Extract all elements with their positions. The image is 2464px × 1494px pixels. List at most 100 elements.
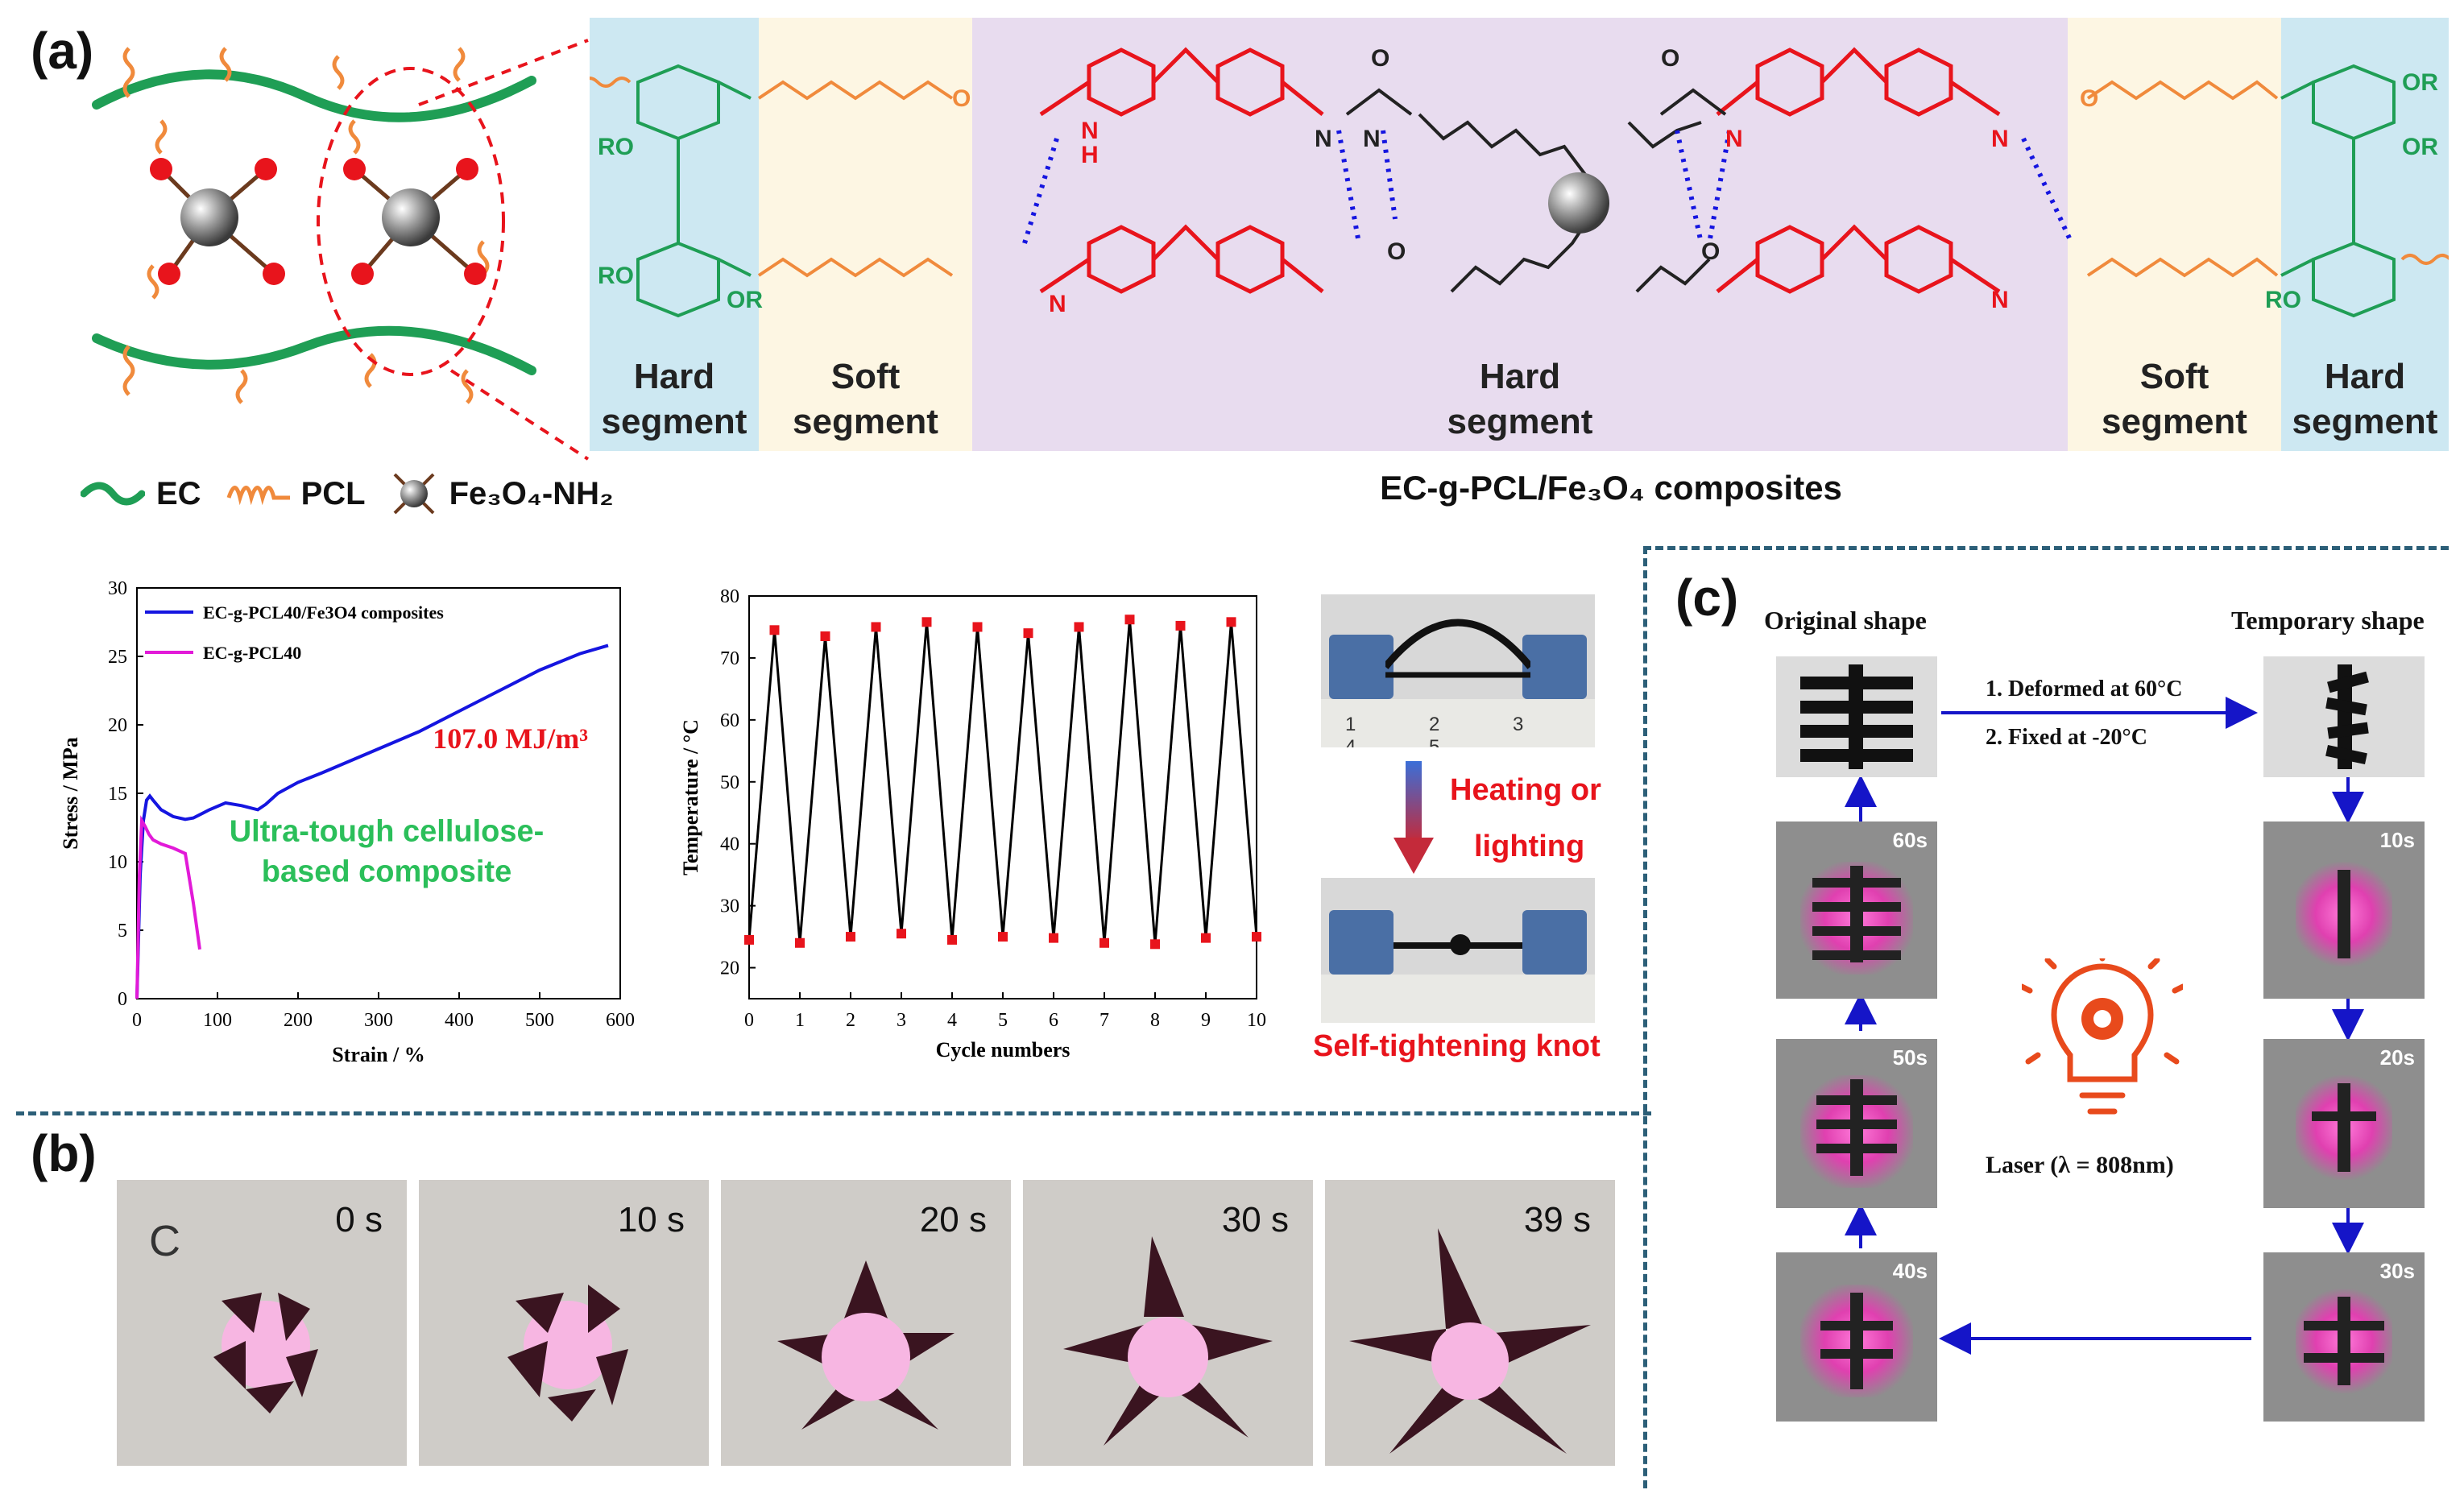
- chart-callout-line: based composite: [262, 855, 511, 889]
- chem-nh-5: N: [1725, 126, 1743, 152]
- x-tick-label: 3: [897, 1010, 906, 1031]
- recovery-time: 10s: [2379, 828, 2415, 852]
- knot-caption-1: Heating or: [1450, 773, 1601, 807]
- x-tick-label: 400: [445, 1010, 474, 1031]
- y-tick-label: 0: [118, 989, 127, 1010]
- knot-result: Self-tightening knot: [1313, 1029, 1601, 1063]
- y-tick-label: 5: [118, 921, 127, 942]
- chem-or-2: OR: [2402, 69, 2438, 96]
- series-line-1: [135, 815, 201, 999]
- x-tick-label: 0: [744, 1010, 754, 1031]
- hard-segment-bg-right: [2281, 18, 2449, 451]
- x-tick-label: 9: [1201, 1010, 1211, 1031]
- temperature-point: [744, 934, 754, 945]
- frame-time: 20 s: [919, 1200, 987, 1239]
- temperature-point: [1150, 939, 1160, 950]
- panel-a-label: (a): [31, 22, 94, 80]
- pcl-legend-icon: [226, 486, 290, 506]
- original-shape-photo: [1776, 656, 1937, 777]
- frame-time: 39 s: [1523, 1200, 1591, 1239]
- temperature-point: [871, 622, 881, 632]
- temperature-point: [1226, 617, 1236, 627]
- panel-b-label: (b): [31, 1124, 97, 1182]
- temperature-point: [1201, 933, 1211, 943]
- temporary-shape-photo: [2263, 656, 2425, 777]
- temperature-point: [998, 932, 1008, 942]
- y-axis-label: Stress / MPa: [59, 737, 82, 850]
- network-schematic: [92, 47, 536, 404]
- recovery-frame: 10s: [2263, 821, 2425, 999]
- temperature-point: [769, 625, 780, 635]
- temperature-point: [1252, 932, 1261, 942]
- knot-caption-2: lighting: [1474, 830, 1585, 863]
- flower-frame: 39 s: [1325, 1180, 1615, 1466]
- y-tick-label: 70: [720, 648, 739, 669]
- x-axis-label: Cycle numbers: [936, 1038, 1070, 1062]
- x-tick-label: 6: [1049, 1010, 1058, 1031]
- chem-or-3: OR: [2402, 134, 2438, 160]
- shape-memory-arrows: [1845, 697, 2364, 1355]
- chem-nh-4: N: [1363, 126, 1381, 152]
- recovery-frame: 50s: [1776, 1039, 1937, 1208]
- chem-o-5: O: [952, 85, 971, 112]
- chem-or-1: OR: [727, 287, 763, 313]
- laser-label: Laser (λ = 808nm): [1986, 1152, 2174, 1178]
- recovery-time: 60s: [1892, 828, 1928, 852]
- temperature-point: [1175, 620, 1186, 631]
- pcl-legend-label: PCL: [300, 475, 366, 511]
- temperature-point: [897, 929, 906, 939]
- fe3o4-particle: [382, 188, 440, 246]
- x-tick-label: 7: [1099, 1010, 1109, 1031]
- y-tick-label: 10: [108, 852, 127, 873]
- temperature-point: [846, 932, 855, 942]
- y-tick-label: 15: [108, 784, 127, 805]
- temperature-point: [1023, 628, 1033, 639]
- fe3o4-legend-icon: [393, 473, 434, 515]
- original-shape-label: Original shape: [1764, 606, 1927, 635]
- flower-frame: 30 s: [1023, 1180, 1313, 1466]
- chart-callout-line: Ultra-tough cellulose-: [230, 815, 545, 849]
- temperature-point: [972, 622, 983, 632]
- y-tick-label: 20: [720, 958, 739, 979]
- frame-time: 10 s: [617, 1200, 685, 1239]
- x-tick-label: 10: [1247, 1010, 1266, 1031]
- temperature-point: [1074, 622, 1084, 632]
- y-tick-label: 50: [720, 772, 739, 793]
- ec-chain-bottom: [92, 325, 536, 375]
- zoom-lines: [418, 39, 590, 461]
- x-axis-label: Strain / %: [332, 1043, 425, 1066]
- separator-horizontal: [16, 1111, 1651, 1115]
- schematic-legend: EC PCL Fe₃O₄-NH₂: [81, 466, 614, 522]
- y-axis-label: Temperature / °C: [679, 719, 702, 875]
- chem-o-6: O: [2080, 85, 2098, 112]
- y-tick-label: 30: [108, 578, 127, 599]
- step-1: 1. Deformed at 60°C: [1986, 677, 2183, 701]
- chem-nh-2: N: [1049, 291, 1066, 317]
- composite-title: EC-g-PCL/Fe₃O₄ composites: [1380, 469, 1842, 507]
- y-tick-label: 40: [720, 834, 739, 855]
- temperature-point: [1049, 933, 1058, 943]
- ec-legend-icon: [81, 482, 145, 506]
- temperature-point: [820, 631, 830, 641]
- x-tick-label: 100: [203, 1010, 232, 1031]
- chem-o-1: O: [1371, 45, 1389, 72]
- x-tick-label: 500: [525, 1010, 554, 1031]
- chem-ro-2: RO: [598, 263, 634, 289]
- frame-time: 0 s: [335, 1200, 383, 1239]
- separator-top: [1643, 546, 2449, 550]
- fe3o4-particle: [180, 188, 238, 246]
- temperature-point: [947, 934, 957, 945]
- temporary-shape-label: Temporary shape: [2231, 606, 2425, 635]
- recovery-frame: 30s: [2263, 1252, 2425, 1422]
- recovery-frame: 40s: [1776, 1252, 1937, 1422]
- knot-photo-after: [1321, 878, 1595, 1023]
- flower-frame: C 0 s: [117, 1180, 407, 1466]
- fe3o4-core: [1548, 172, 1609, 234]
- chemical-structure: RO RO OR OR OR RO N H N N N O O O O N N …: [590, 45, 2449, 318]
- x-tick-label: 5: [998, 1010, 1008, 1031]
